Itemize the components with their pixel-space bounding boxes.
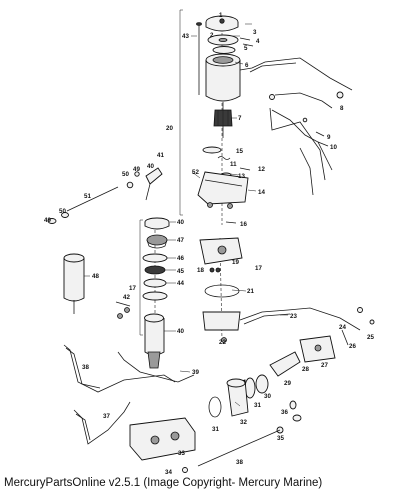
callout-label: 18 [197,267,204,274]
callout-labels: 1 2 3 4 5 6 7 8 9 10 11 12 13 14 15 16 1… [44,12,374,474]
callout-label: 40 [147,163,154,170]
callout-label: 35 [277,435,284,442]
callout-label: 24 [339,324,346,331]
drive-housing-part [144,313,165,369]
callout-label: 42 [123,294,130,301]
callout-label: 44 [177,280,184,287]
callout-label: 25 [367,334,374,341]
cylinder-part [63,253,85,314]
callout-label: 4 [256,38,260,45]
callout-label: 22 [219,339,226,346]
callout-label: 7 [238,115,242,122]
callout-label: 50 [122,171,129,178]
callout-label: 38 [82,364,89,371]
drive-end-housing-part [197,171,249,209]
callout-label: 10 [330,144,337,151]
callout-label: 50 [59,208,66,215]
callout-label: 6 [245,62,249,69]
callout-label: 49 [133,166,140,173]
callout-label: 31 [254,402,261,409]
callout-label: 33 [178,450,185,457]
solenoid-part [199,237,243,343]
armature-part [213,102,233,138]
callout-label: 41 [157,152,164,159]
callout-label: 43 [182,33,189,40]
callout-label: 40 [177,219,184,226]
callout-label: 26 [349,343,356,350]
callout-label: 9 [327,134,331,141]
leader-lines [84,23,288,407]
callout-label: 12 [258,166,265,173]
callout-label: 19 [232,259,239,266]
exploded-parts-diagram: 1 2 3 4 5 6 7 8 9 10 11 12 13 14 15 16 1… [44,9,375,474]
callout-label: 14 [258,189,265,196]
callout-label: 17 [129,285,136,292]
pinion-drive-stack [142,217,170,301]
field-frame-part [205,53,353,102]
image-caption: MercuryPartsOnline v2.5.1 (Image Copyrig… [4,477,323,489]
callout-label: 30 [264,393,271,400]
callout-label: 11 [230,161,237,168]
callout-label: 34 [165,469,172,474]
callout-label: 46 [177,255,184,262]
callout-label: 16 [240,221,247,228]
callout-label: 45 [177,268,184,275]
callout-label: 51 [84,193,91,200]
callout-label: 8 [340,105,344,112]
base-housing-part [129,417,196,461]
callout-label: 37 [103,413,110,420]
callout-label: 3 [253,29,257,36]
callout-label: 29 [284,380,291,387]
callout-label: 21 [247,288,254,295]
callout-label: 40 [177,328,184,335]
lever-part [145,167,163,201]
callout-label: 15 [236,148,243,155]
callout-label: 23 [290,313,297,320]
callout-label: 47 [177,237,184,244]
callout-label: 39 [192,369,199,376]
callout-label: 38 [236,459,243,466]
callout-label: 52 [192,169,199,176]
thru-bolt-part [196,22,202,95]
callout-label: 31 [212,426,219,433]
callout-label: 5 [244,45,248,52]
pump-cylinder-part [226,378,249,417]
callout-label: 49 [44,217,51,224]
callout-label: 48 [92,273,99,280]
valve-block-part [299,307,375,363]
callout-label: 36 [281,409,288,416]
callout-label: 32 [240,419,247,426]
callout-label: 13 [238,173,245,180]
callout-label: 1 [219,12,223,19]
callout-label: 20 [166,125,173,132]
callout-label: 27 [321,362,328,369]
callout-label: 2 [210,32,214,39]
end-cap-part [205,15,239,46]
callout-label: 28 [302,366,309,373]
callout-label: 17 [255,265,262,272]
